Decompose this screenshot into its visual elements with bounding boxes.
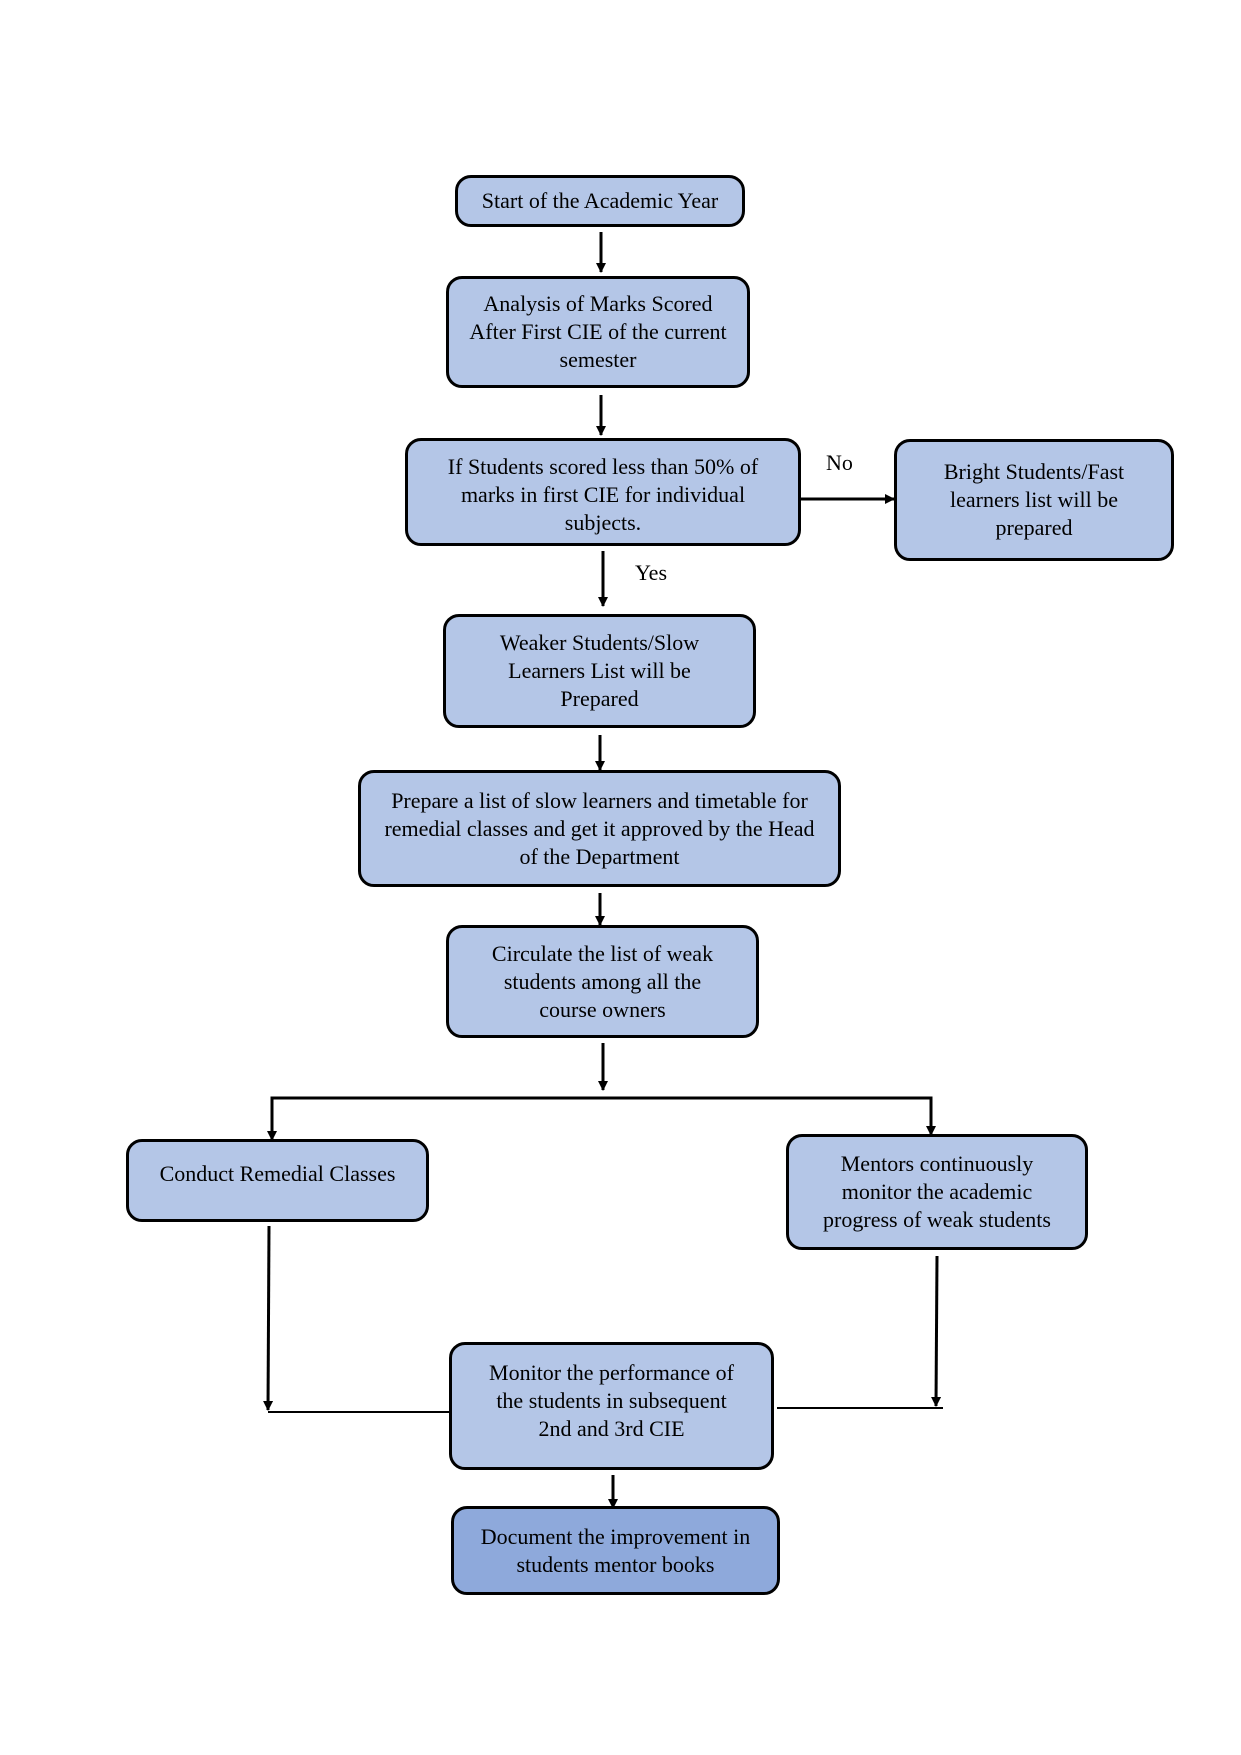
analysis-node: Analysis of Marks Scored After First CIE… (446, 276, 750, 388)
document-node-text: Document the improvement in students men… (480, 1523, 751, 1577)
circulate-node-text: Circulate the list of weak students amon… (491, 940, 714, 1022)
mentors-node-text: Mentors continuously monitor the academi… (823, 1151, 1051, 1232)
arrow-mentors-down (931, 1255, 942, 1407)
monitor-node-text: Monitor the performance of the students … (489, 1360, 734, 1441)
weaker-node-text: Weaker Students/Slow Learners List will … (499, 630, 700, 711)
start-node-text: Start of the Academic Year (481, 188, 719, 213)
bright-node: Bright Students/Fast learners list will … (894, 439, 1174, 561)
prepare-node-text: Prepare a list of slow learners and time… (384, 787, 815, 869)
circulate-node: Circulate the list of weak students amon… (446, 925, 759, 1038)
document-node: Document the improvement in students men… (451, 1506, 780, 1595)
start-node: Start of the Academic Year (455, 175, 745, 227)
remedial-node-text: Conduct Remedial Classes (159, 1161, 396, 1186)
monitor-node: Monitor the performance of the students … (449, 1342, 774, 1470)
bright-node-text: Bright Students/Fast learners list will … (943, 459, 1125, 540)
no-branch-label: No (826, 450, 853, 475)
yes-branch-label: Yes (635, 560, 668, 585)
analysis-node-text: Analysis of Marks Scored After First CIE… (469, 291, 727, 372)
arrow-remedial-down (263, 1225, 274, 1411)
decision-node: If Students scored less than 50% of mark… (405, 438, 801, 546)
remedial-node: Conduct Remedial Classes (126, 1139, 429, 1222)
decision-node-text: If Students scored less than 50% of mark… (447, 454, 759, 535)
mentors-node: Mentors continuously monitor the academi… (786, 1134, 1088, 1250)
weaker-node: Weaker Students/Slow Learners List will … (443, 614, 756, 728)
prepare-node: Prepare a list of slow learners and time… (358, 770, 841, 887)
